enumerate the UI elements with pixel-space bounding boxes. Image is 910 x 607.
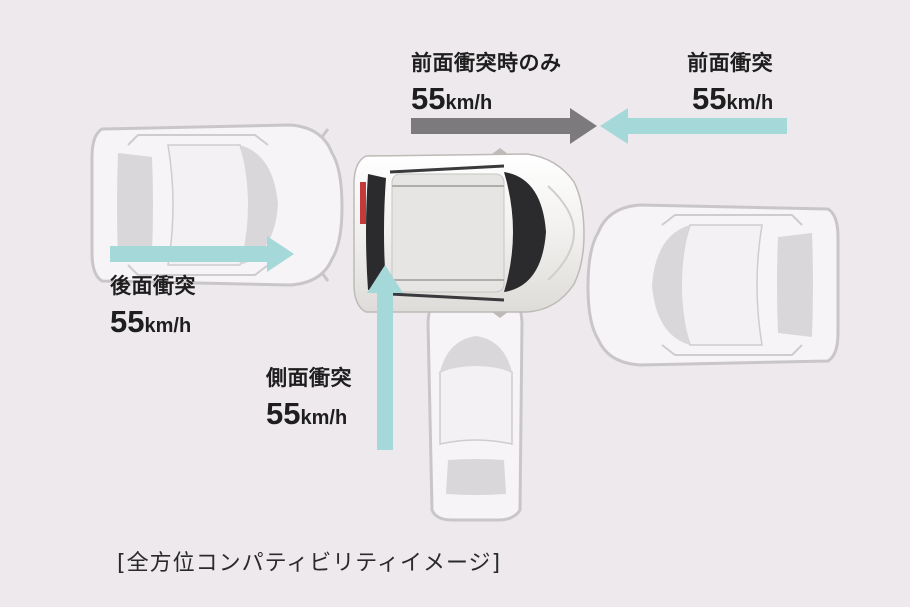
speed-value: 55km/h xyxy=(686,83,773,114)
collision-type-name: 前面衝突時のみ xyxy=(411,51,562,75)
speed-unit: km/h xyxy=(300,407,348,429)
collision-type-name: 前面衝突 xyxy=(687,51,774,75)
sedan-outline-icon xyxy=(586,203,840,367)
speed-unit: km/h xyxy=(445,92,493,114)
image-caption: [全方位コンパティビリティイメージ] xyxy=(117,551,502,576)
arrow-right-icon xyxy=(411,108,597,144)
speed-value: 55km/h xyxy=(266,398,352,429)
sedan-outline-icon xyxy=(426,268,524,522)
speed-number: 55 xyxy=(110,304,145,339)
collision-type-name: 後面衝突 xyxy=(110,274,196,298)
side-collision-label: 側面衝突 55km/h xyxy=(266,366,352,430)
speed-value: 55km/h xyxy=(110,306,196,337)
front-collision-label: 前面衝突 55km/h xyxy=(686,51,774,115)
front-offset-collision-label: 前面衝突時のみ 55km/h xyxy=(411,51,562,115)
speed-number: 55 xyxy=(411,81,446,116)
speed-number: 55 xyxy=(266,396,301,431)
arrow-right-icon xyxy=(110,236,294,272)
speed-value: 55km/h xyxy=(411,83,562,114)
hatchback-car-icon xyxy=(353,148,585,318)
speed-unit: km/h xyxy=(144,315,192,337)
speed-unit: km/h xyxy=(726,92,774,114)
collision-type-name: 側面衝突 xyxy=(266,366,352,390)
arrow-up-icon xyxy=(367,265,403,450)
sedan-outline-icon xyxy=(90,123,344,287)
arrow-left-icon xyxy=(600,108,787,144)
speed-number: 55 xyxy=(692,81,727,116)
rear-collision-label: 後面衝突 55km/h xyxy=(110,274,196,338)
